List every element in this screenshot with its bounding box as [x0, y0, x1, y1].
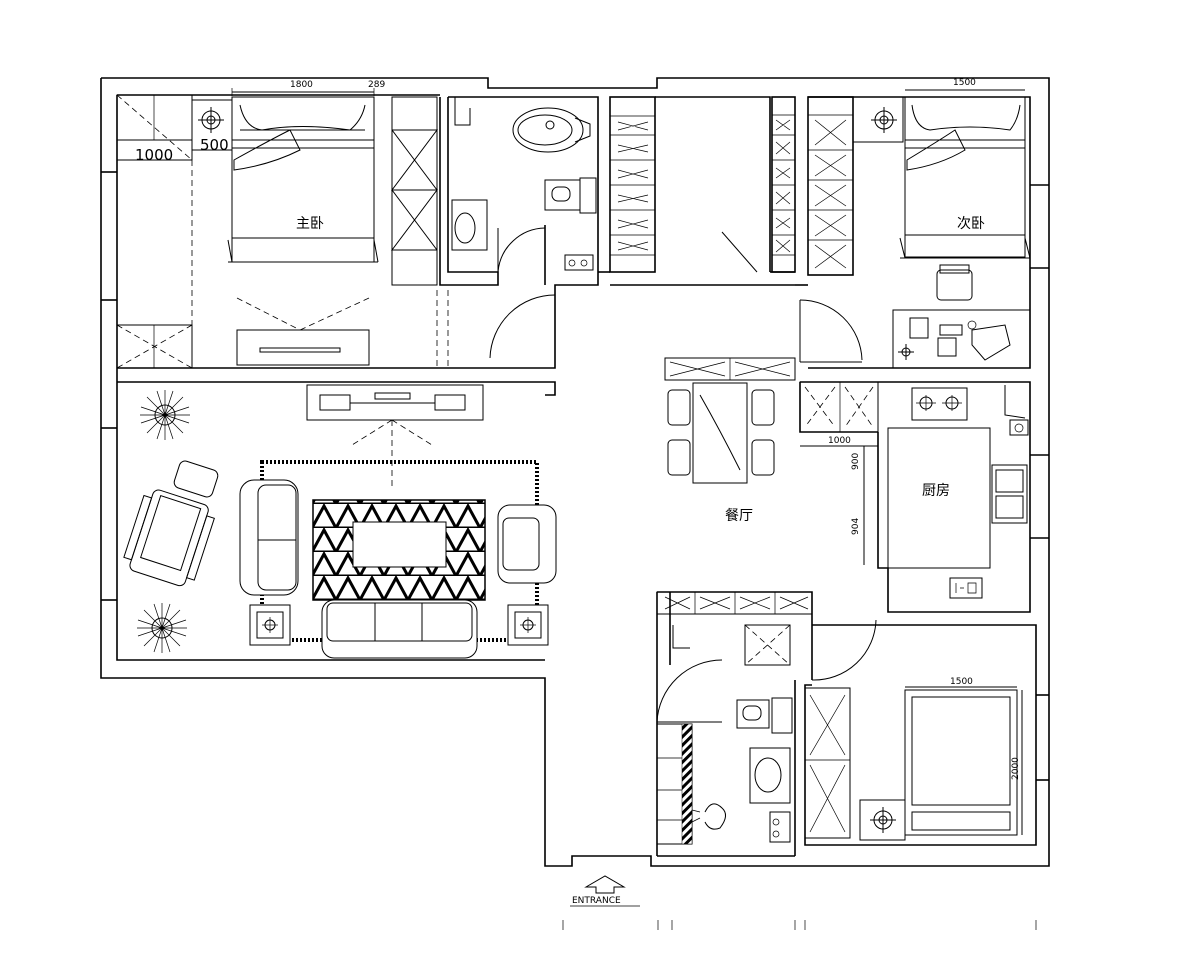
stove-icon — [911, 387, 968, 421]
sink-icon — [451, 199, 488, 251]
lamp-icon — [871, 107, 897, 133]
desk — [892, 309, 1031, 369]
dresser — [236, 329, 370, 366]
wardrobe — [804, 687, 851, 839]
second-bedroom: 1500 次卧 — [795, 78, 1031, 369]
dim-kitchen-depth-1: 900 — [851, 453, 861, 470]
side-table-left — [249, 604, 291, 646]
tv-cabinet — [306, 384, 484, 421]
dining-chairs — [667, 389, 775, 476]
ottoman — [173, 460, 219, 498]
outer-walls — [100, 77, 1050, 867]
dim-third-bed-width: 1500 — [950, 677, 973, 687]
tall-wardrobe — [391, 96, 438, 286]
sofa-bottom — [321, 599, 478, 659]
room-label-dining: 餐厅 — [725, 508, 753, 524]
desk-chair — [936, 269, 973, 301]
wardrobe — [807, 96, 854, 276]
door-swing-icon — [497, 227, 546, 273]
sink-icon — [991, 464, 1028, 524]
lounge-chair — [123, 489, 215, 587]
armchair-right — [497, 504, 557, 584]
closet-modules-right — [772, 114, 795, 256]
entrance-label: ENTRANCE — [572, 896, 621, 906]
hall-closets — [489, 96, 863, 363]
kitchen-island — [887, 427, 991, 569]
bathtub-icon — [512, 107, 591, 153]
sink-icon — [749, 747, 791, 804]
dim-second-bed-width: 1500 — [953, 78, 976, 88]
closet-modules-left — [610, 115, 655, 256]
dining-room: 餐厅 — [664, 357, 796, 524]
plant-icon — [137, 603, 187, 653]
master-bedroom: 1000 500 1800 289 主卧 — [116, 80, 556, 396]
master-bathroom — [439, 96, 599, 300]
room-label-master-bedroom: 主卧 — [296, 216, 324, 232]
room-label-second-bedroom: 次卧 — [957, 216, 985, 232]
toilet-icon — [736, 697, 793, 734]
plant-icon — [140, 390, 190, 440]
kitchen: 1000 900 904 厨房 — [799, 381, 1031, 613]
master-bed — [227, 88, 379, 263]
dim-kitchen-counter: 1000 — [828, 436, 851, 446]
entrance-arrow-icon — [584, 875, 626, 894]
dim-master-bed-width: 1800 — [290, 80, 313, 90]
dim-master-side: 289 — [368, 80, 385, 90]
wardrobe-bottom — [116, 324, 193, 369]
dim-master-nightstand: 500 — [200, 136, 229, 154]
second-bed — [899, 89, 1031, 259]
sofa-left — [239, 479, 299, 596]
third-bedroom: 1500 2000 — [804, 619, 1037, 846]
dim-master-wardrobe: 1000 — [135, 146, 173, 164]
storage-shelf — [656, 591, 813, 615]
lower-bathroom — [656, 591, 813, 857]
dim-kitchen-depth-2: 904 — [851, 518, 861, 535]
toilet-icon — [544, 177, 597, 214]
lamp-icon — [870, 807, 896, 833]
dim-third-bed-length: 2000 — [1011, 757, 1021, 780]
fridge-cabinet — [799, 381, 879, 433]
room-label-kitchen: 厨房 — [922, 483, 950, 499]
side-table-right — [507, 604, 549, 646]
entrance-marker: ENTRANCE — [562, 875, 1037, 930]
lamp-icon — [198, 107, 224, 133]
living-room — [123, 384, 557, 659]
third-bed — [904, 686, 1023, 836]
